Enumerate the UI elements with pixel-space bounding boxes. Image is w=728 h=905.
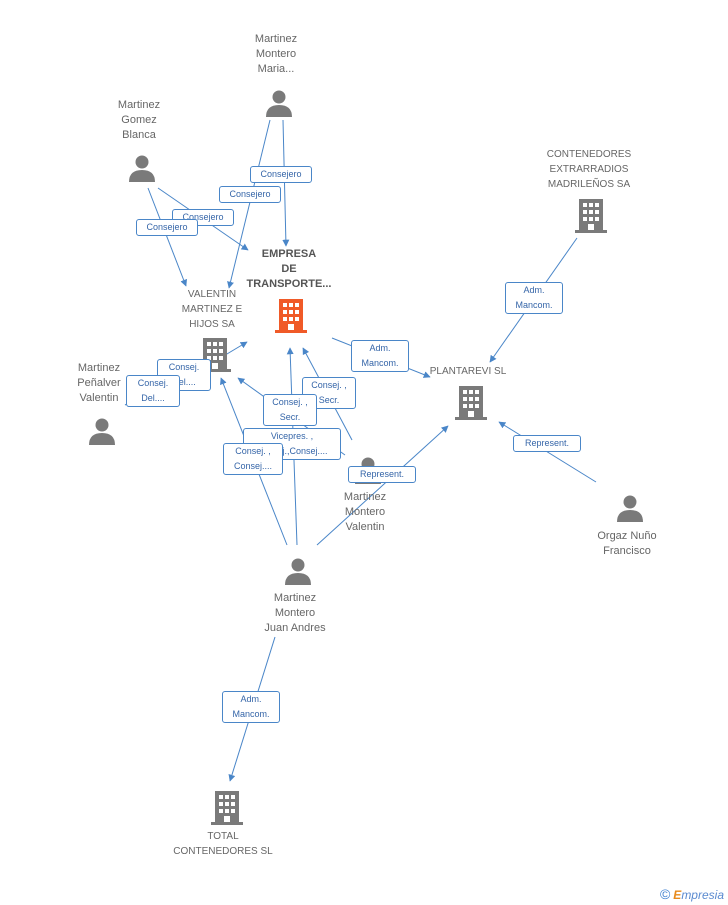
edge-orgaz-plantarevi [498,421,597,483]
node-martinez-montero-maria[interactable]: Martinez Montero Maria... [254,33,298,75]
node-martinez-penalver-valentin[interactable]: Martinez Peñalver Valentin [77,362,121,404]
building-icon [455,386,487,420]
empresia-brand[interactable]: ©Empresia [660,886,724,902]
person-icon [266,90,292,117]
brand-rest: mpresia [681,888,724,902]
edge-label-consejero[interactable]: Consejero [219,186,281,203]
edge-label-adm-mancom[interactable]: Adm. Mancom. [351,340,409,372]
brand-e: E [673,888,682,902]
building-icon [199,338,231,372]
edge-label-adm-mancom[interactable]: Adm. Mancom. [222,691,280,723]
edge-label-consej-consej[interactable]: Consej. , Consej.... [223,443,283,475]
node-contenedores-extrarradios[interactable]: CONTENEDORES EXTRARRADIOS MADRILEÑOS SA [546,149,632,190]
edge-label-represent[interactable]: Represent. [348,466,416,483]
person-icon [89,418,115,445]
person-icon [129,155,155,182]
edge-label-represent[interactable]: Represent. [513,435,581,452]
edge-label-adm-mancom[interactable]: Adm. Mancom. [505,282,563,314]
node-martinez-gomez-blanca[interactable]: Martinez Gomez Blanca [117,99,161,141]
building-icon [575,199,607,233]
edge-maria-empresa [282,119,290,247]
building-icon [211,791,243,825]
node-martinez-montero-valentin[interactable]: Martinez Montero Valentin [343,491,387,533]
node-empresa-transporte[interactable]: EMPRESA DE TRANSPORTE... [246,248,332,290]
node-plantarevi[interactable]: PLANTAREVI SL [429,366,507,377]
node-martinez-montero-juan-andres[interactable]: Martinez Montero Juan Andres [264,592,326,634]
building-focus-icon [275,299,307,333]
person-icon [285,558,311,585]
edge-blanca-valentin-sa [147,187,187,287]
edge-juan-plantarevi [316,425,449,546]
edge-maria-valentin-sa [227,119,271,289]
person-icon [617,495,643,522]
copyright-icon: © [659,886,671,902]
edge-label-consej-secr[interactable]: Consej. , Secr. [263,394,317,426]
edge-label-consejero[interactable]: Consejero [136,219,198,236]
edge-label-consejero[interactable]: Consejero [250,166,312,183]
edge-label-consej-del[interactable]: Consej. Del.... [126,375,180,407]
node-orgaz-nuno-francisco[interactable]: Orgaz Nuño Francisco [597,530,657,557]
node-valentin-martinez-hijos[interactable]: VALENTIN MARTINEZ E HIJOS SA [181,289,243,330]
node-total-contenedores[interactable]: TOTAL CONTENEDORES SL [173,831,273,857]
